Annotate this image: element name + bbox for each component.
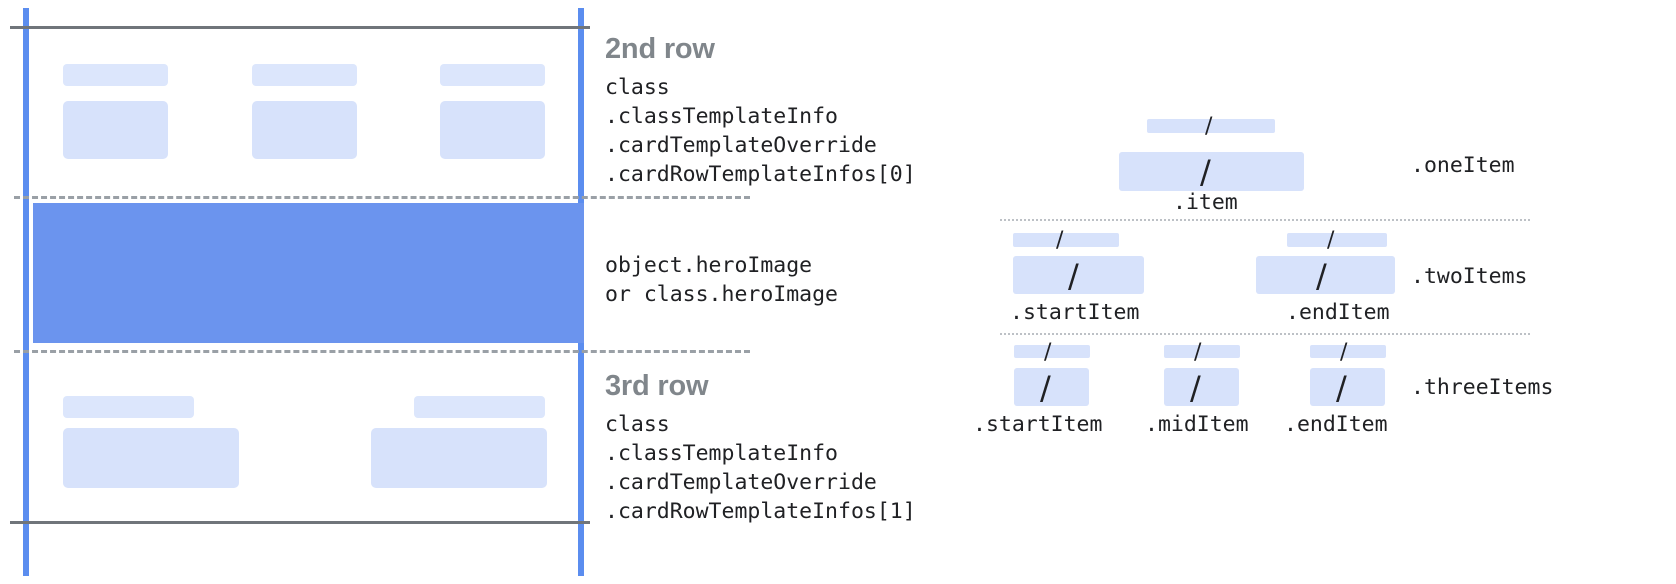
three-items-group-label: .threeItems	[1411, 375, 1554, 400]
row-separator-top	[14, 196, 750, 199]
row2-col3-value-chip	[440, 101, 545, 159]
one-item-value-bar	[1119, 152, 1304, 191]
one-item-slot-label: .item	[1173, 190, 1238, 215]
third-row-code: class .classTemplateInfo .cardTemplateOv…	[605, 412, 916, 524]
one-item-value-slash: /	[1200, 153, 1211, 191]
left-blue-guide	[23, 8, 29, 576]
row3-col1-label-chip	[63, 396, 194, 418]
two-items-end-label-bar	[1287, 233, 1387, 247]
hero-row-code: object.heroImage or class.heroImage	[605, 253, 838, 307]
card-bottom-rule	[10, 521, 590, 524]
two-items-end-slot-label: .endItem	[1286, 300, 1390, 325]
three-items-end-value-bar	[1310, 368, 1385, 406]
two-items-start-label-slash: /	[1056, 228, 1064, 253]
card-template-mock	[0, 0, 750, 584]
row2-col2-label-chip	[252, 64, 357, 86]
three-items-mid-label-slash: /	[1194, 340, 1202, 365]
row2-col1-label-chip	[63, 64, 168, 86]
row3-col1-value-chip	[63, 428, 239, 488]
one-item-label-bar	[1147, 119, 1275, 133]
card-top-rule	[10, 26, 590, 29]
hero-image-band	[33, 203, 584, 343]
two-items-end-label-slash: /	[1327, 228, 1335, 253]
row-separator-bottom	[14, 350, 750, 353]
three-items-start-slot-label: .startItem	[973, 412, 1103, 437]
two-items-end-value-slash: /	[1316, 257, 1327, 295]
three-items-start-label-slash: /	[1044, 340, 1052, 365]
three-items-start-value-bar	[1014, 368, 1089, 406]
three-items-end-value-slash: /	[1336, 369, 1347, 407]
three-items-mid-value-bar	[1164, 368, 1239, 406]
three-items-end-label-slash: /	[1340, 340, 1348, 365]
three-items-end-slot-label: .endItem	[1284, 412, 1388, 437]
two-items-start-value-bar	[1013, 256, 1144, 294]
one-item-label-slash: /	[1205, 114, 1213, 139]
two-items-end-value-bar	[1256, 256, 1395, 294]
two-items-start-label-bar	[1013, 233, 1119, 247]
two-items-group-label: .twoItems	[1411, 264, 1528, 289]
group-separator-1	[1000, 219, 1530, 221]
third-row-title: 3rd row	[605, 370, 709, 402]
three-items-start-value-slash: /	[1040, 369, 1051, 407]
three-items-mid-value-slash: /	[1190, 369, 1201, 407]
group-separator-2	[1000, 333, 1530, 335]
row2-col3-label-chip	[440, 64, 545, 86]
one-item-group-label: .oneItem	[1411, 153, 1515, 178]
row2-col2-value-chip	[252, 101, 357, 159]
two-items-start-value-slash: /	[1068, 257, 1079, 295]
second-row-title: 2nd row	[605, 33, 715, 65]
second-row-code: class .classTemplateInfo .cardTemplateOv…	[605, 75, 916, 187]
row3-col2-label-chip	[414, 396, 545, 418]
row2-col1-value-chip	[63, 101, 168, 159]
three-items-mid-label-bar	[1164, 345, 1240, 358]
two-items-start-slot-label: .startItem	[1010, 300, 1140, 325]
row3-col2-value-chip	[371, 428, 547, 488]
three-items-start-label-bar	[1014, 345, 1090, 358]
three-items-end-label-bar	[1310, 345, 1386, 358]
three-items-mid-slot-label: .midItem	[1145, 412, 1249, 437]
